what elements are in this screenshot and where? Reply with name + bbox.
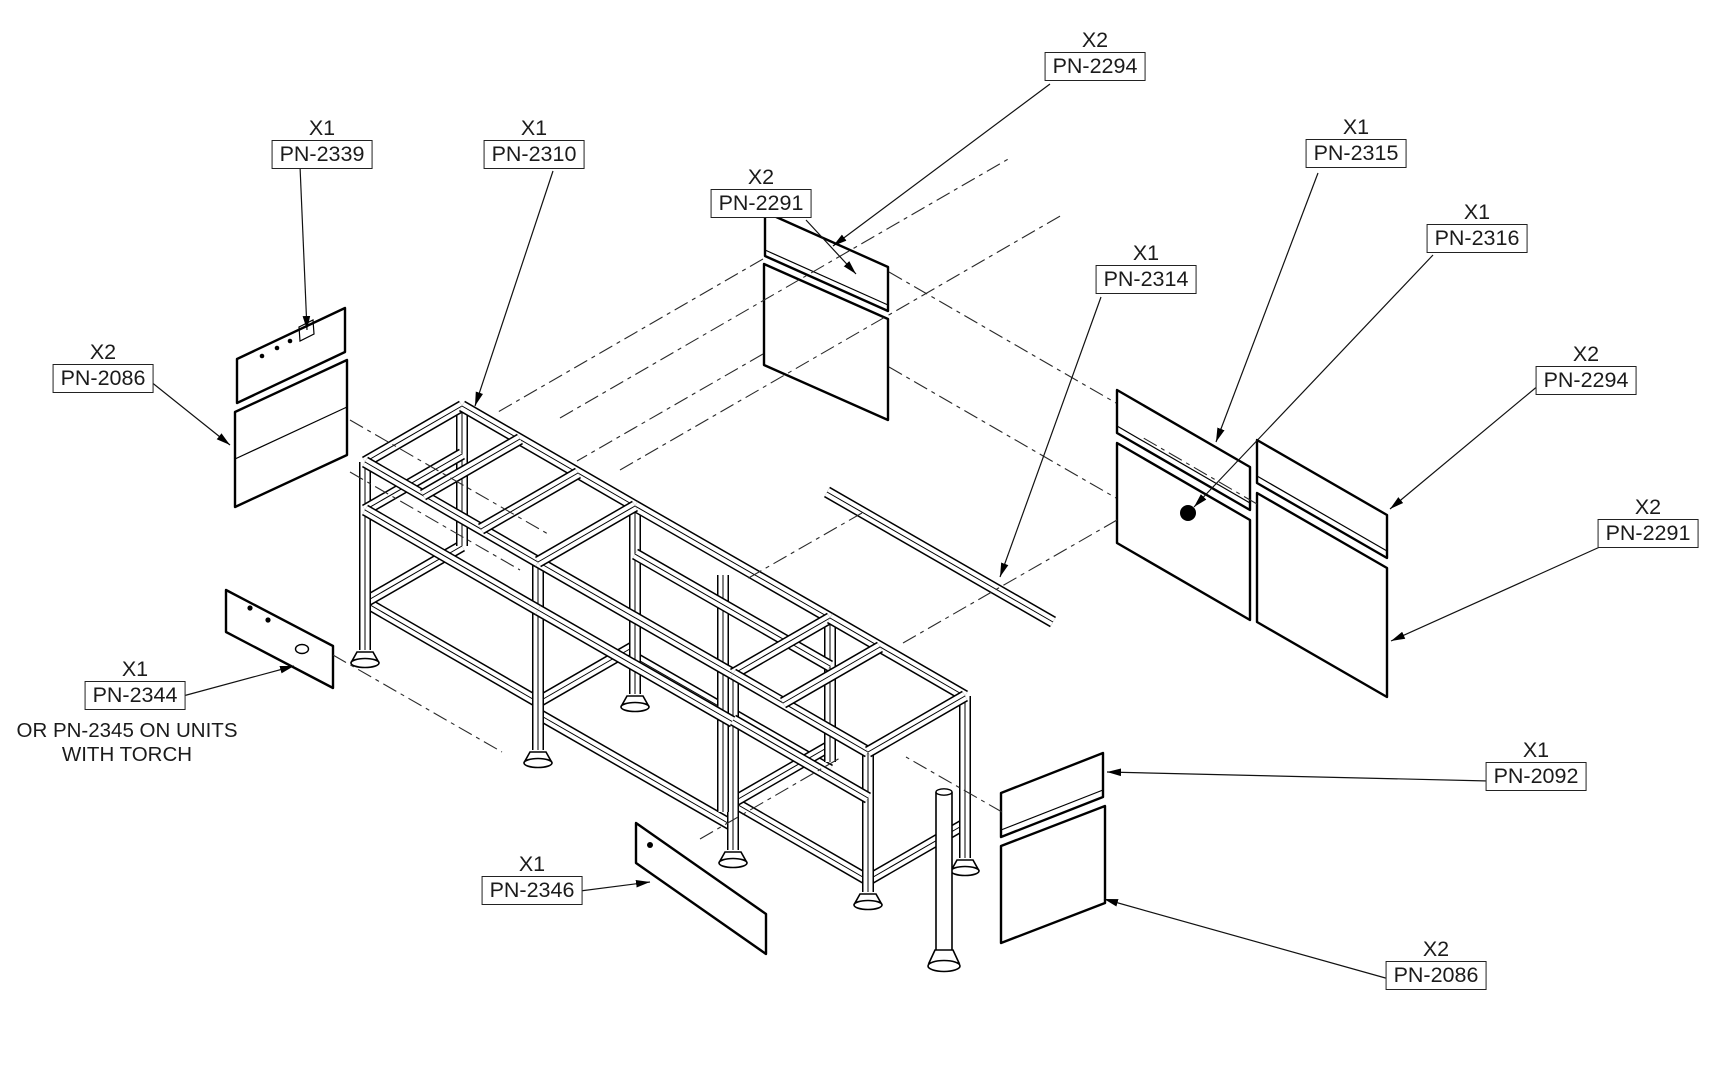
callout-pn-2314: X1 PN-2314 — [1095, 241, 1197, 294]
top-panel-strip — [763, 210, 890, 313]
callout-qty: X1 — [121, 657, 149, 681]
callout-qty: X2 — [89, 340, 117, 364]
callout-pn-2086-left: X2 PN-2086 — [52, 340, 154, 393]
callout-qty: X1 — [1342, 115, 1370, 139]
callout-pn: PN-2086 — [52, 364, 154, 393]
callout-pn: PN-2086 — [1385, 961, 1487, 990]
callout-qty: X2 — [747, 165, 775, 189]
callout-qty: X1 — [1132, 241, 1160, 265]
callout-pn-2310: X1 PN-2310 — [483, 116, 585, 169]
callout-pn: PN-2310 — [483, 140, 585, 169]
torch-column — [927, 788, 961, 973]
note-line-2: WITH TORCH — [61, 742, 193, 766]
callout-pn-2291-right: X2 PN-2291 — [1597, 495, 1699, 548]
callout-pn: PN-2092 — [1485, 762, 1587, 791]
callout-pn: PN-2314 — [1095, 265, 1197, 294]
leveling-feet-group — [350, 651, 980, 911]
crossbar-2314 — [824, 486, 1056, 628]
callout-pn-2339: X1 PN-2339 — [271, 116, 373, 169]
right-pair-strip — [1255, 438, 1389, 560]
left-panel-main — [233, 358, 349, 509]
callout-pn: PN-2294 — [1044, 52, 1146, 81]
leader-lines — [149, 83, 1603, 980]
exploded-panels-group — [224, 210, 1389, 956]
callout-pn: PN-2316 — [1426, 224, 1528, 253]
alignment-centerlines — [332, 157, 1258, 840]
plate-2344 — [224, 588, 335, 690]
plate-2346 — [634, 821, 768, 956]
callout-pn-2086-bottom: X2 PN-2086 — [1385, 937, 1487, 990]
top-panel-main — [762, 262, 890, 422]
callout-qty: X2 — [1081, 28, 1109, 52]
callout-pn: PN-2294 — [1535, 366, 1637, 395]
callout-pn-2291-top: X2 PN-2291 — [710, 165, 812, 218]
door-panel-strip — [1115, 388, 1252, 512]
callout-qty: X2 — [1634, 495, 1662, 519]
door-knob-hole — [1180, 505, 1196, 521]
callout-pn: PN-2291 — [1597, 519, 1699, 548]
callout-qty: X1 — [518, 852, 546, 876]
callout-pn-2315: X1 PN-2315 — [1305, 115, 1407, 168]
callout-pn: PN-2344 — [84, 681, 186, 710]
callout-qty: X1 — [308, 116, 336, 140]
callout-pn-2092: X1 PN-2092 — [1485, 738, 1587, 791]
callout-pn-2294-top: X2 PN-2294 — [1044, 28, 1146, 81]
callout-qty: X2 — [1422, 937, 1450, 961]
callout-pn-2344: X1 PN-2344 — [84, 657, 186, 710]
frame-group — [359, 400, 971, 892]
torch-option-note: OR PN-2345 ON UNITS WITH TORCH — [7, 719, 247, 766]
callout-pn: PN-2291 — [710, 189, 812, 218]
callout-qty: X1 — [1463, 200, 1491, 224]
callout-pn: PN-2315 — [1305, 139, 1407, 168]
callout-pn: PN-2346 — [481, 876, 583, 905]
callout-qty: X1 — [520, 116, 548, 140]
callout-pn-2316: X1 PN-2316 — [1426, 200, 1528, 253]
callout-qty: X1 — [1522, 738, 1550, 762]
rear-panel-strip — [999, 751, 1105, 839]
callout-pn: PN-2339 — [271, 140, 373, 169]
callout-pn-2346: X1 PN-2346 — [481, 852, 583, 905]
callout-qty: X2 — [1572, 342, 1600, 366]
note-line-1: OR PN-2345 ON UNITS — [16, 719, 238, 742]
callout-pn-2294-right: X2 PN-2294 — [1535, 342, 1637, 395]
right-pair-main — [1255, 491, 1389, 699]
